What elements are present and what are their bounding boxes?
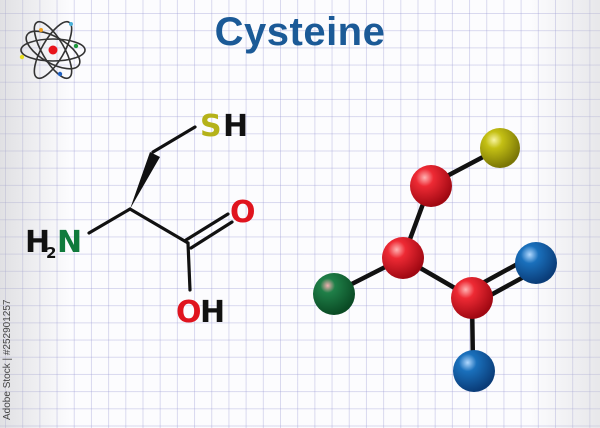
- bond-calpha-ccarboxyl: [128, 207, 190, 245]
- hydroxyl-h-label: H: [200, 295, 225, 330]
- carbon-carboxyl-atom-ball: [451, 277, 493, 319]
- amine-n-label: N: [57, 225, 82, 260]
- wedge-bond: [130, 152, 160, 209]
- stock-watermark: Adobe Stock | #252901257: [2, 299, 13, 420]
- bond-c-o-double-2: [189, 220, 234, 250]
- page-title: Cysteine: [214, 10, 386, 54]
- oxygen-carbonyl-atom-ball: [515, 242, 557, 284]
- carbon-beta-atom-ball: [410, 165, 452, 207]
- thiol-h-label: H: [223, 109, 248, 144]
- skeletal-formula: [87, 125, 234, 292]
- carbon-alpha-atom-ball: [382, 237, 424, 279]
- bond-n-calpha: [87, 207, 132, 235]
- nitrogen-atom-ball: [313, 273, 355, 315]
- thiol-s-label: S: [200, 109, 222, 144]
- right-shadow: [530, 0, 600, 428]
- hydroxyl-o-label: O: [176, 295, 202, 330]
- atom-icon: [19, 20, 86, 80]
- amine-subscript-label: 2: [46, 244, 56, 262]
- bond-c-o-double-1: [184, 212, 230, 242]
- oxygen-hydroxyl-atom-ball: [453, 350, 495, 392]
- amine-h-label: H: [25, 225, 50, 260]
- bond-c-oh: [186, 241, 192, 292]
- bond-ch2-s: [151, 125, 197, 154]
- carbonyl-o-label: O: [230, 195, 256, 230]
- sulfur-atom-ball: [480, 128, 520, 168]
